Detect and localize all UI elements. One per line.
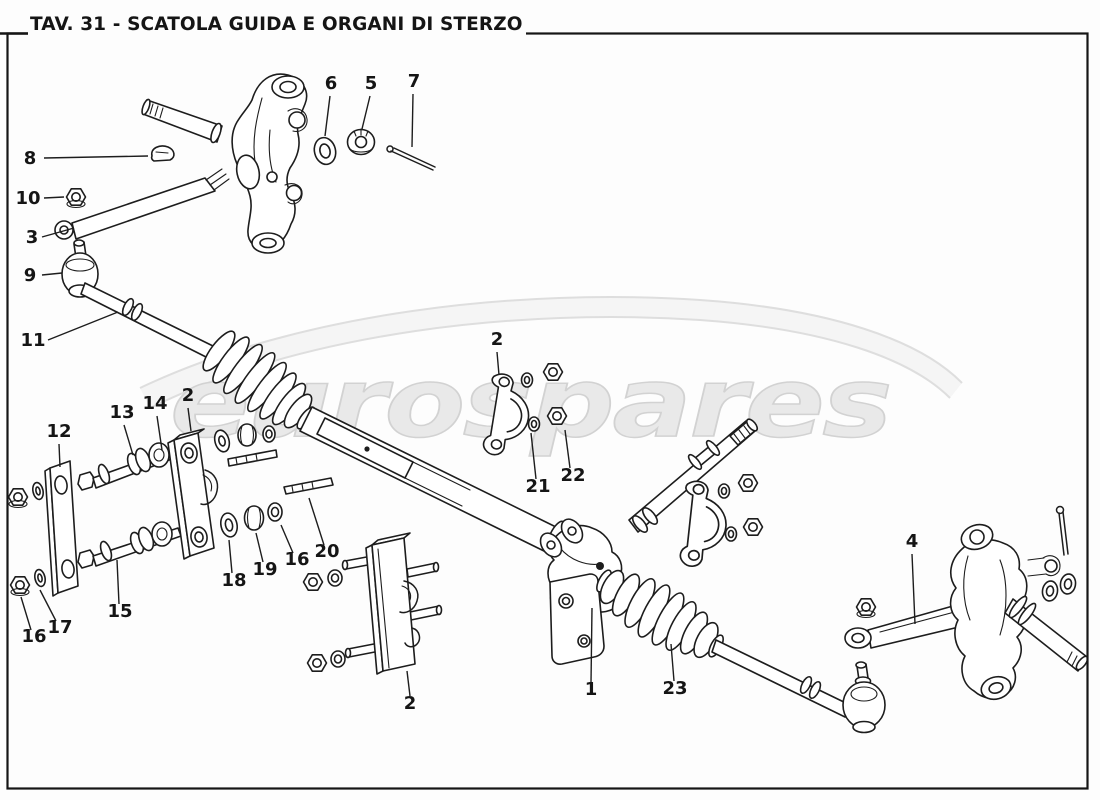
part-number-label: 7 [408,71,421,92]
part-23-bellows-boot [596,569,724,659]
part-16-nuts-left [7,487,31,597]
part-number-label: 3 [26,227,39,248]
leader-line [406,670,411,697]
part-number-label: 2 [404,693,417,714]
leader-line [308,497,325,546]
leader-line [116,559,120,605]
leader-line [361,95,371,130]
part-3-drag-link [54,168,230,240]
leader-line [58,443,61,468]
leader-line [324,95,331,137]
part-number-label: 17 [47,617,72,638]
leader-line [41,227,75,238]
part-number-label: 21 [525,476,550,497]
left-stub-axle [141,98,223,144]
title-mask [28,14,526,40]
part-number-label: 16 [284,549,309,570]
left-bellows-boot [202,330,316,430]
leader-line [228,539,233,574]
part-20-stud [283,477,334,495]
part-12-mount-plate [44,460,79,597]
part-number-label: 19 [252,559,277,580]
right-cotter-pin [1055,505,1069,556]
leader-line [43,196,65,199]
part-6-seal-washer [313,136,337,166]
leader-line [43,155,149,159]
leader-line [911,553,916,625]
part-number-label: 20 [314,541,339,562]
part-13-14-bushings [126,442,173,555]
part-number-label: 2 [491,329,504,350]
leader-line [255,532,264,563]
nut-pairs-right [302,569,346,673]
left-steering-knuckle [231,73,308,254]
steering-box-mount-lug [549,573,605,665]
part-number-label: 13 [109,402,134,423]
part-7-cotter-pin [386,145,436,171]
part-5-castle-nut [346,128,376,156]
part-number-label: 5 [365,73,378,94]
leader-line [123,424,134,456]
part-8-lock-clip [150,145,175,162]
part-number-label: 12 [46,421,71,442]
part-number-label: 1 [585,679,598,700]
leader-line [39,589,57,622]
part-2-bottom-bracket [341,532,443,675]
part-number-label: 16 [21,626,46,647]
right-tie-rod-end [842,661,886,734]
right-stub-axle [1004,595,1089,672]
page-title: TAV. 31 - SCATOLA GUIDA E ORGANI DI STER… [30,14,523,35]
part-number-label: 15 [107,601,132,622]
leader-line [411,93,414,148]
part-number-label: 22 [560,465,585,486]
pinion-input-shaft [628,418,759,533]
leader-line [41,272,63,276]
part-number-label: 10 [15,188,40,209]
part-11-tie-rod [80,282,214,359]
part-number-label: 6 [325,73,338,94]
part-10-nut [65,188,87,209]
right-clamp [678,473,764,570]
right-axle-washers [1041,573,1077,602]
leader-line [670,643,675,682]
part-number-label: 2 [182,385,195,406]
part-number-label: 9 [24,265,37,286]
part-number-label: 11 [20,330,45,351]
part-number-label: 4 [906,531,919,552]
upper-bushing-set [213,423,278,467]
part-number-label: 8 [24,148,37,169]
leader-line [20,596,32,631]
leader-line [47,311,119,341]
part-17-washers-left [31,481,47,588]
right-tie-rod [711,639,851,718]
leader-line [280,524,294,554]
leader-line [530,432,537,480]
leader-line [496,351,500,376]
right-steering-knuckle [949,523,1061,701]
leader-line [156,415,163,451]
part-number-label: 18 [221,570,246,591]
part-number-label: 23 [662,678,687,699]
part-number-label: 14 [142,393,167,414]
part-2-left-bracket [167,428,219,560]
diagram-frame [6,32,1089,790]
leader-line [590,607,593,684]
leader-line [187,407,192,432]
part-21-washers [520,372,541,432]
leader-line [564,429,571,469]
part-18-19-16-bushing-set [219,502,283,538]
